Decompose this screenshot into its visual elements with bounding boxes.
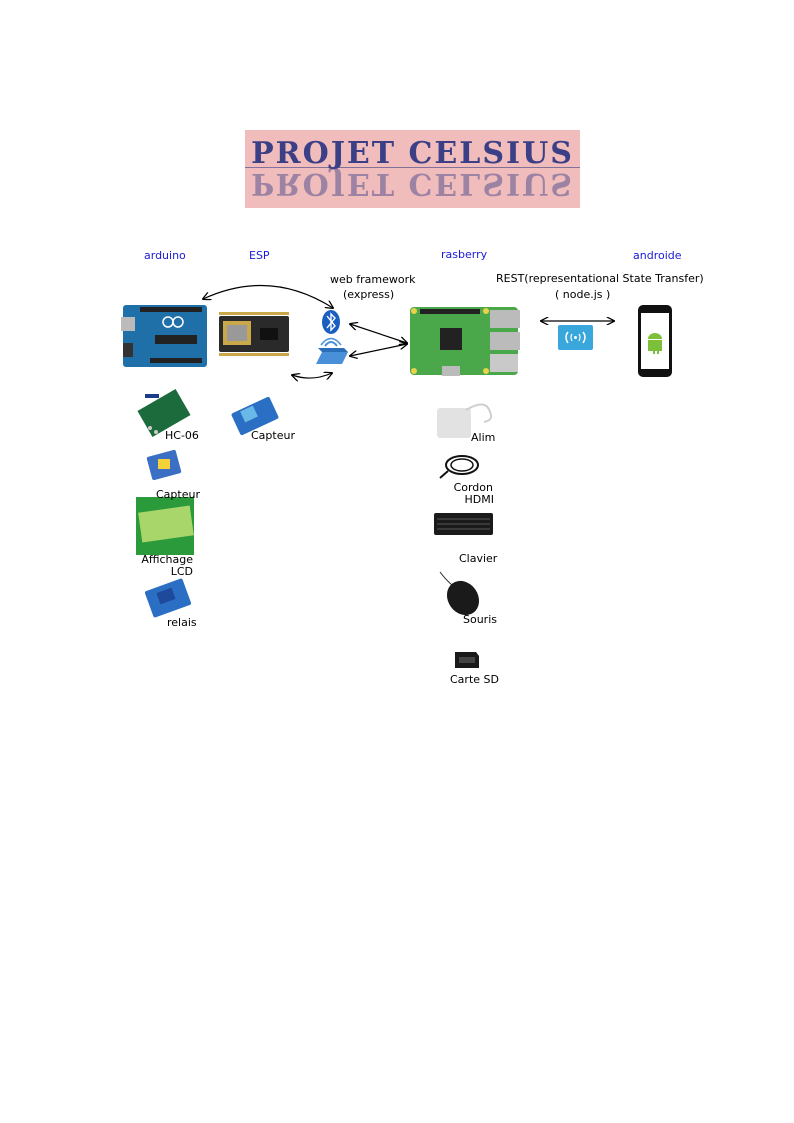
power-supply-icon: [437, 403, 493, 438]
label-alim: Alim: [471, 431, 496, 444]
banner-title: PROJET CELSIUS: [251, 136, 574, 171]
rest-api-icon: [558, 325, 593, 350]
column-rasberry: rasberry: [441, 248, 488, 261]
raspberry-pi-board-icon: [410, 307, 520, 376]
label-cordon: Cordon: [453, 481, 493, 494]
bluetooth-icon: [322, 310, 340, 334]
mouse-icon: [439, 571, 480, 616]
hdmi-cable-icon: [439, 455, 479, 479]
hc06-module-icon: [137, 389, 191, 437]
arrow-bluetooth-raspberry: [350, 324, 407, 343]
column-androide: androide: [633, 249, 682, 262]
dht-sensor-icon: [231, 396, 279, 436]
label-carte-sd: Carte SD: [450, 673, 499, 686]
keyboard-icon: [434, 513, 493, 535]
arrow-wifi-raspberry: [350, 344, 407, 356]
wifi-router-icon: [316, 337, 348, 364]
label-hdmi: HDMI: [464, 493, 494, 506]
label-hc06: HC-06: [165, 429, 199, 442]
grove-sensor-icon: [146, 449, 182, 481]
arduino-board-icon: [121, 305, 207, 367]
note-express: (express): [343, 288, 395, 301]
note-nodejs: ( node.js ): [555, 288, 611, 301]
column-esp: ESP: [249, 249, 270, 262]
label-souris: Souris: [463, 613, 497, 626]
sd-card-icon: [455, 652, 479, 668]
lcd-display-icon: [136, 497, 194, 555]
banner-divider: [245, 167, 580, 168]
label-arduino-capteur: Capteur: [156, 488, 200, 501]
label-relais: relais: [167, 616, 197, 629]
android-phone-icon: [638, 305, 672, 377]
label-lcd: LCD: [170, 565, 193, 578]
project-banner: PROJET CELSIUS PROJET CELSIUS: [245, 130, 580, 208]
note-web-framework: web framework: [330, 273, 416, 286]
relay-module-icon: [144, 578, 192, 618]
column-arduino: arduino: [144, 249, 186, 262]
label-affichage: Affichage: [141, 553, 193, 566]
label-clavier: Clavier: [459, 552, 498, 565]
esp-board-icon: [219, 312, 289, 356]
arrow-esp-wifi: [292, 373, 332, 378]
note-rest: REST(representational State Transfer): [496, 272, 704, 285]
label-esp-capteur: Capteur: [251, 429, 295, 442]
arrow-arduino-bluetooth: [203, 284, 333, 308]
